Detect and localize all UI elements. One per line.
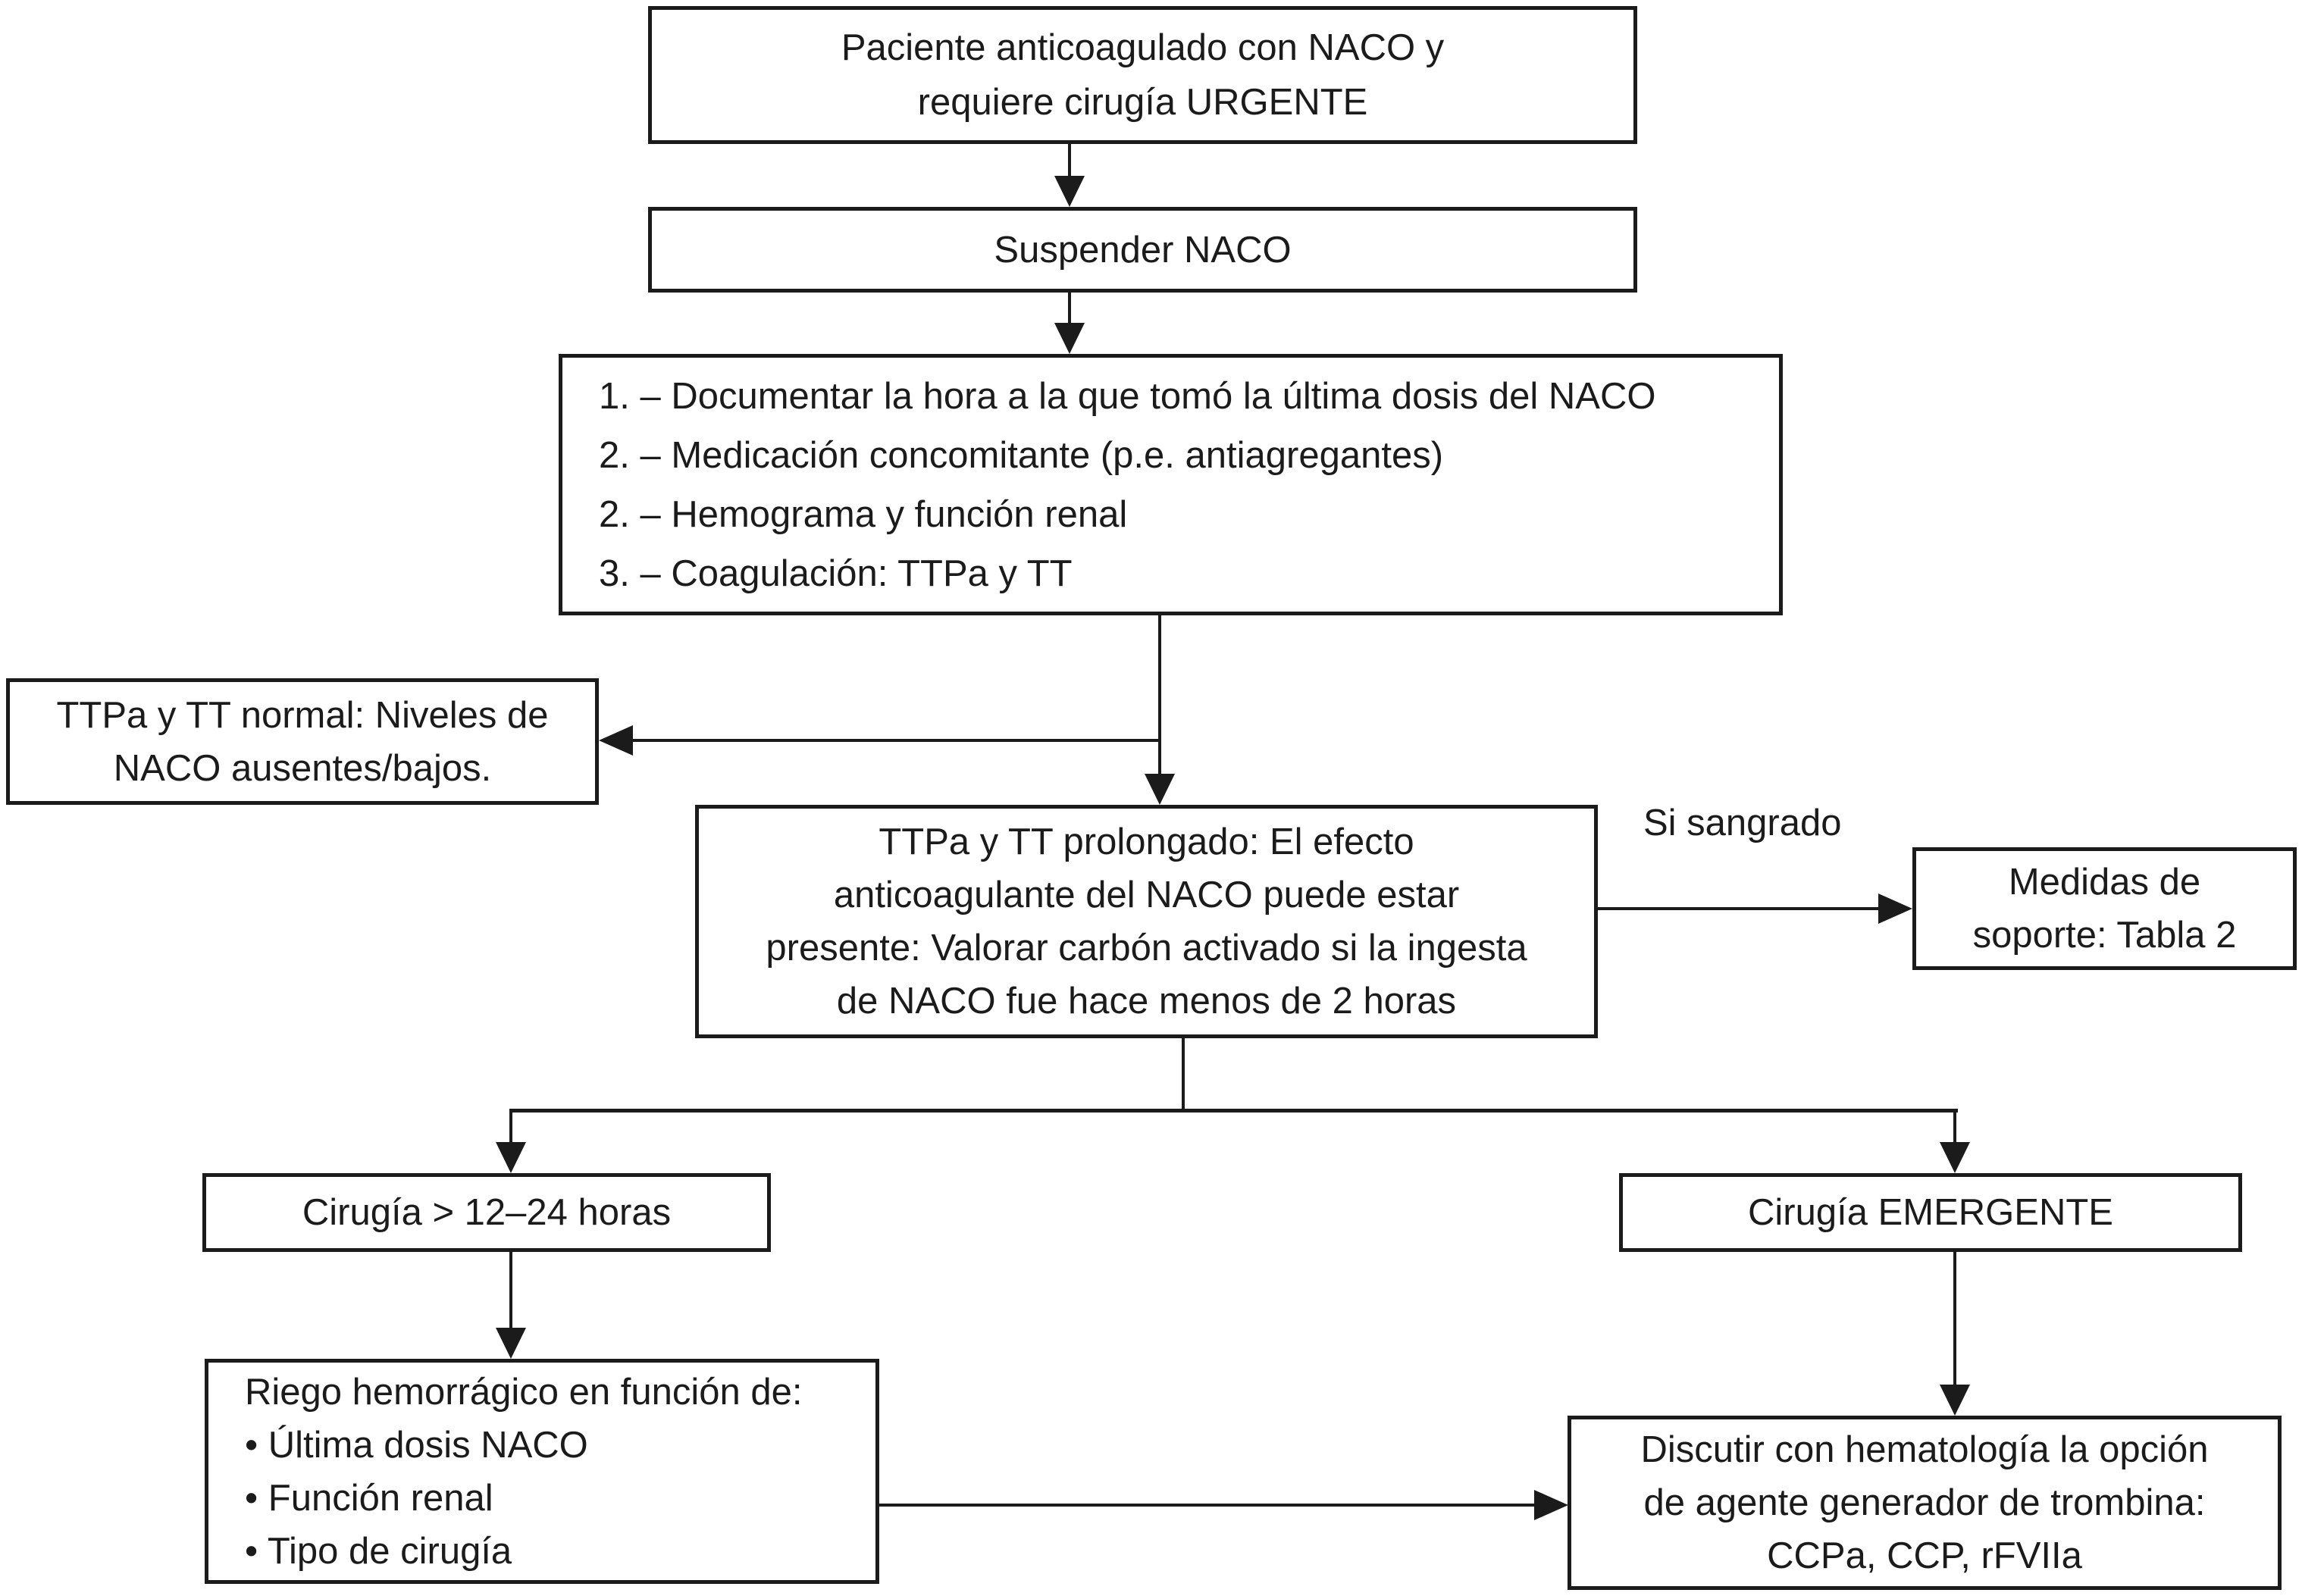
arrowhead-down-icon xyxy=(1054,176,1085,207)
checklist-item: 2. – Medicación concomitante (p.e. antia… xyxy=(599,434,1444,476)
connector-checklist-prolongado xyxy=(1158,615,1161,776)
connector-split-cirugia-emergente xyxy=(1953,1109,1956,1145)
connector-suspender-checklist xyxy=(1068,293,1071,326)
node-text-line: Riego hemorrágico en función de: xyxy=(245,1371,803,1413)
connector-prolongado-split xyxy=(1182,1038,1185,1112)
connector-checklist-ttpa-normal xyxy=(632,739,1161,742)
node-text-line: Discutir con hematología la opción xyxy=(1640,1429,2209,1470)
arrowhead-down-icon xyxy=(1940,1142,1970,1173)
bullet-item: • Tipo de cirugía xyxy=(245,1530,512,1572)
node-suspender-naco: Suspender NACO xyxy=(648,207,1637,293)
arrowhead-right-icon xyxy=(1878,893,1912,924)
arrowhead-down-icon xyxy=(496,1328,526,1359)
node-text-line: de NACO fue hace menos de 2 horas xyxy=(836,981,1457,1022)
node-text-line: TTPa y TT normal: Niveles de xyxy=(56,694,549,736)
connector-cirugia-riesgo xyxy=(509,1252,512,1331)
node-text-line: NACO ausentes/bajos. xyxy=(113,747,492,789)
node-ttpa-tt-prolongado: TTPa y TT prolongado: El efecto anticoag… xyxy=(695,805,1598,1038)
node-text-line: requiere cirugía URGENTE xyxy=(917,82,1368,123)
checklist-item: 2. – Hemograma y función renal xyxy=(599,493,1128,535)
node-text-line: Medidas de xyxy=(2008,862,2201,903)
node-checklist: 1. – Documentar la hora a la que tomó la… xyxy=(559,354,1783,615)
bullet-item: • Última dosis NACO xyxy=(245,1424,588,1466)
edge-label-si-sangrado: Si sangrado xyxy=(1643,803,1842,843)
node-discutir-hematologia: Discutir con hematología la opción de ag… xyxy=(1568,1416,2282,1590)
arrowhead-down-icon xyxy=(1145,774,1175,805)
connector-split-bar xyxy=(509,1109,1958,1113)
node-text-line: CCPa, CCP, rFVIIa xyxy=(1767,1535,2082,1576)
arrowhead-left-icon xyxy=(599,725,633,756)
connector-riesgo-discutir xyxy=(879,1504,1537,1507)
arrowhead-down-icon xyxy=(496,1142,526,1173)
node-text-line: soporte: Tabla 2 xyxy=(1972,915,2237,956)
node-medidas-soporte: Medidas de soporte: Tabla 2 xyxy=(1912,847,2297,970)
checklist-item: 3. – Coagulación: TTPa y TT xyxy=(599,552,1073,594)
node-ttpa-tt-normal: TTPa y TT normal: Niveles de NACO ausent… xyxy=(6,678,599,805)
connector-emergente-discutir xyxy=(1953,1252,1956,1388)
arrowhead-down-icon xyxy=(1940,1385,1970,1416)
node-text-line: anticoagulante del NACO puede estar xyxy=(833,875,1460,915)
node-text-line: TTPa y TT prolongado: El efecto xyxy=(879,821,1414,862)
connector-split-cirugia-12-24 xyxy=(509,1109,512,1145)
arrowhead-right-icon xyxy=(1534,1490,1568,1520)
node-text-line: presente: Valorar carbón activado si la … xyxy=(766,928,1527,969)
bullet-item: • Función renal xyxy=(245,1477,493,1519)
connector-prolongado-medidas xyxy=(1598,907,1881,910)
node-cirugia-12-24-horas: Cirugía > 12–24 horas xyxy=(202,1173,771,1252)
node-riesgo-hemorragico: Riego hemorrágico en función de: • Últim… xyxy=(205,1359,879,1584)
checklist-item: 1. – Documentar la hora a la que tomó la… xyxy=(599,375,1656,417)
arrowhead-down-icon xyxy=(1054,323,1085,354)
connector-paciente-suspender xyxy=(1068,144,1071,179)
node-cirugia-emergente: Cirugía EMERGENTE xyxy=(1619,1173,2242,1252)
node-text-line: de agente generador de trombina: xyxy=(1643,1482,2206,1523)
node-text-line: Suspender NACO xyxy=(994,229,1292,271)
node-text-line: Paciente anticoagulado con NACO y xyxy=(841,27,1445,68)
node-text-line: Cirugía > 12–24 horas xyxy=(302,1192,672,1233)
node-paciente-anticoagulado: Paciente anticoagulado con NACO y requie… xyxy=(648,6,1637,144)
node-text-line: Cirugía EMERGENTE xyxy=(1748,1192,2113,1233)
